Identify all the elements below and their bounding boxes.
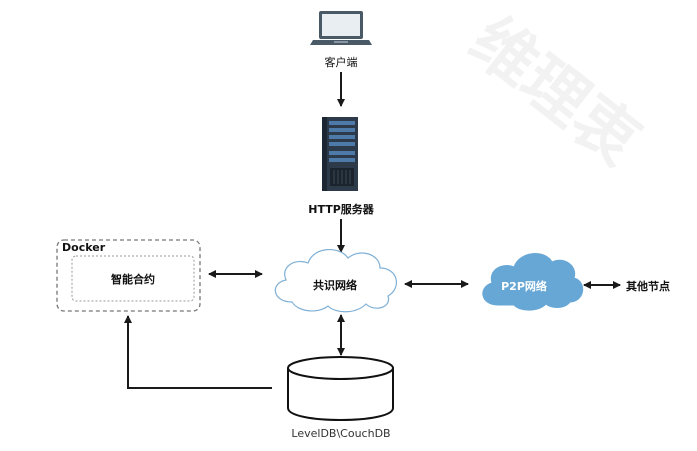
smart-contract-box: [71, 255, 195, 302]
consensus-cloud: [274, 249, 397, 313]
server-icon: [322, 117, 358, 191]
arrow-db-to-contract: [124, 315, 272, 389]
p2p-cloud: [482, 253, 584, 311]
other-nodes-label: 其他节点: [626, 280, 670, 293]
consensus-label: 共识网络: [313, 279, 357, 292]
laptop-icon: [310, 11, 372, 45]
smart-contract-label: 智能合约: [111, 273, 155, 286]
db-label: LevelDB\CouchDB: [291, 427, 391, 440]
docker-label: Docker: [62, 241, 106, 254]
docker-container: [56, 239, 201, 312]
client-label: 客户端: [324, 56, 358, 69]
p2p-label: P2P网络: [501, 280, 547, 293]
http-server-label: HTTP服务器: [308, 203, 374, 216]
database-icon: [287, 356, 394, 421]
